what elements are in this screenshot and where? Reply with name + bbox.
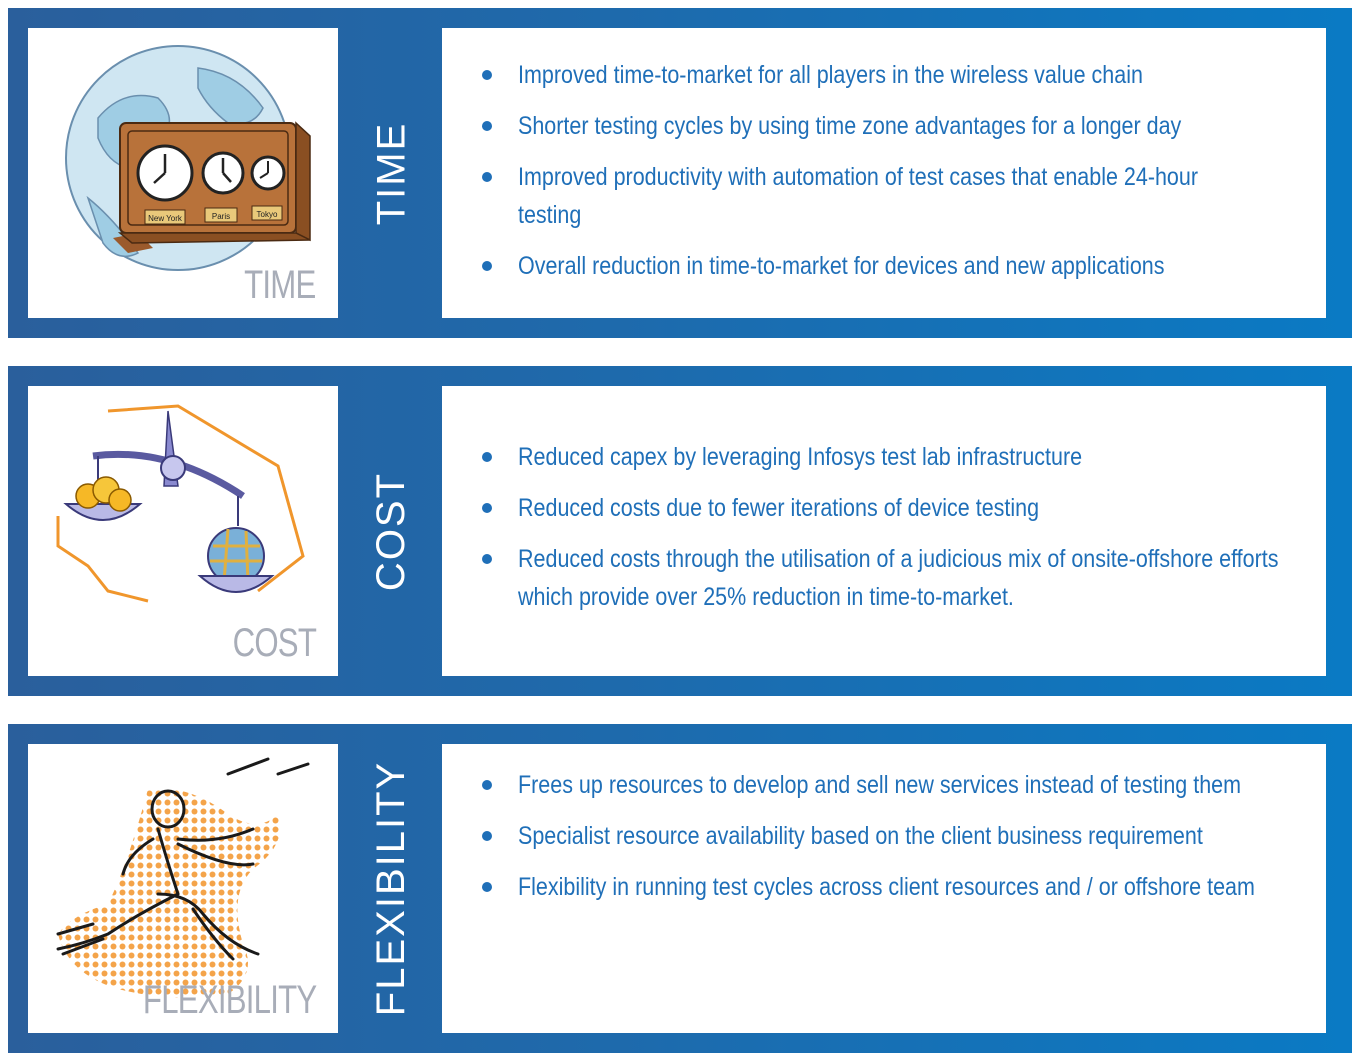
time-image-panel: New York Paris Tokyo TIME xyxy=(28,28,338,318)
time-image-caption: TIME xyxy=(244,263,317,307)
flexibility-points-list: Frees up resources to develop and sell n… xyxy=(482,766,1306,919)
flexibility-section: FLEXIBILITY FLEXIBILITY Frees up resourc… xyxy=(8,724,1352,1053)
list-item: Frees up resources to develop and sell n… xyxy=(482,766,1258,804)
list-item: Flexibility in running test cycles acros… xyxy=(482,868,1258,906)
list-item: Reduced costs through the utilisation of… xyxy=(482,540,1308,616)
list-item: Overall reduction in time-to-market for … xyxy=(482,247,1306,285)
clock-label-new-york: New York xyxy=(148,214,183,223)
cost-text-panel: Reduced capex by leveraging Infosys test… xyxy=(442,386,1326,676)
cost-points-list: Reduced capex by leveraging Infosys test… xyxy=(482,438,1306,629)
list-item: Reduced capex by leveraging Infosys test… xyxy=(482,438,1306,476)
cost-image-caption: COST xyxy=(232,621,316,665)
time-text-panel: Improved time-to-market for all players … xyxy=(442,28,1326,318)
flexibility-text-panel: Frees up resources to develop and sell n… xyxy=(442,744,1326,1033)
clock-label-tokyo: Tokyo xyxy=(257,210,278,219)
list-item: Shorter testing cycles by using time zon… xyxy=(482,107,1306,145)
list-item: Improved productivity with automation of… xyxy=(482,158,1238,234)
time-side-label: TIME xyxy=(369,121,414,225)
time-section: New York Paris Tokyo TIME TIME Improved … xyxy=(8,8,1352,338)
flexibility-image-caption: FLEXIBILITY xyxy=(142,978,317,1022)
flexibility-side-label: FLEXIBILITY xyxy=(369,760,414,1017)
scales-illustration xyxy=(56,404,305,603)
flexibility-image-panel: FLEXIBILITY xyxy=(28,744,338,1033)
cost-side-label: COST xyxy=(369,471,414,591)
cost-image-panel: COST xyxy=(28,386,338,676)
list-item: Specialist resource availability based o… xyxy=(482,817,1218,855)
list-item: Improved time-to-market for all players … xyxy=(482,56,1306,94)
clock-label-paris: Paris xyxy=(212,212,230,221)
cost-section: COST COST Reduced capex by leveraging In… xyxy=(8,366,1352,696)
time-points-list: Improved time-to-market for all players … xyxy=(482,56,1306,298)
list-item: Reduced costs due to fewer iterations of… xyxy=(482,489,1306,527)
world-clock-illustration: New York Paris Tokyo xyxy=(65,45,311,271)
runner-illustration xyxy=(56,757,310,998)
